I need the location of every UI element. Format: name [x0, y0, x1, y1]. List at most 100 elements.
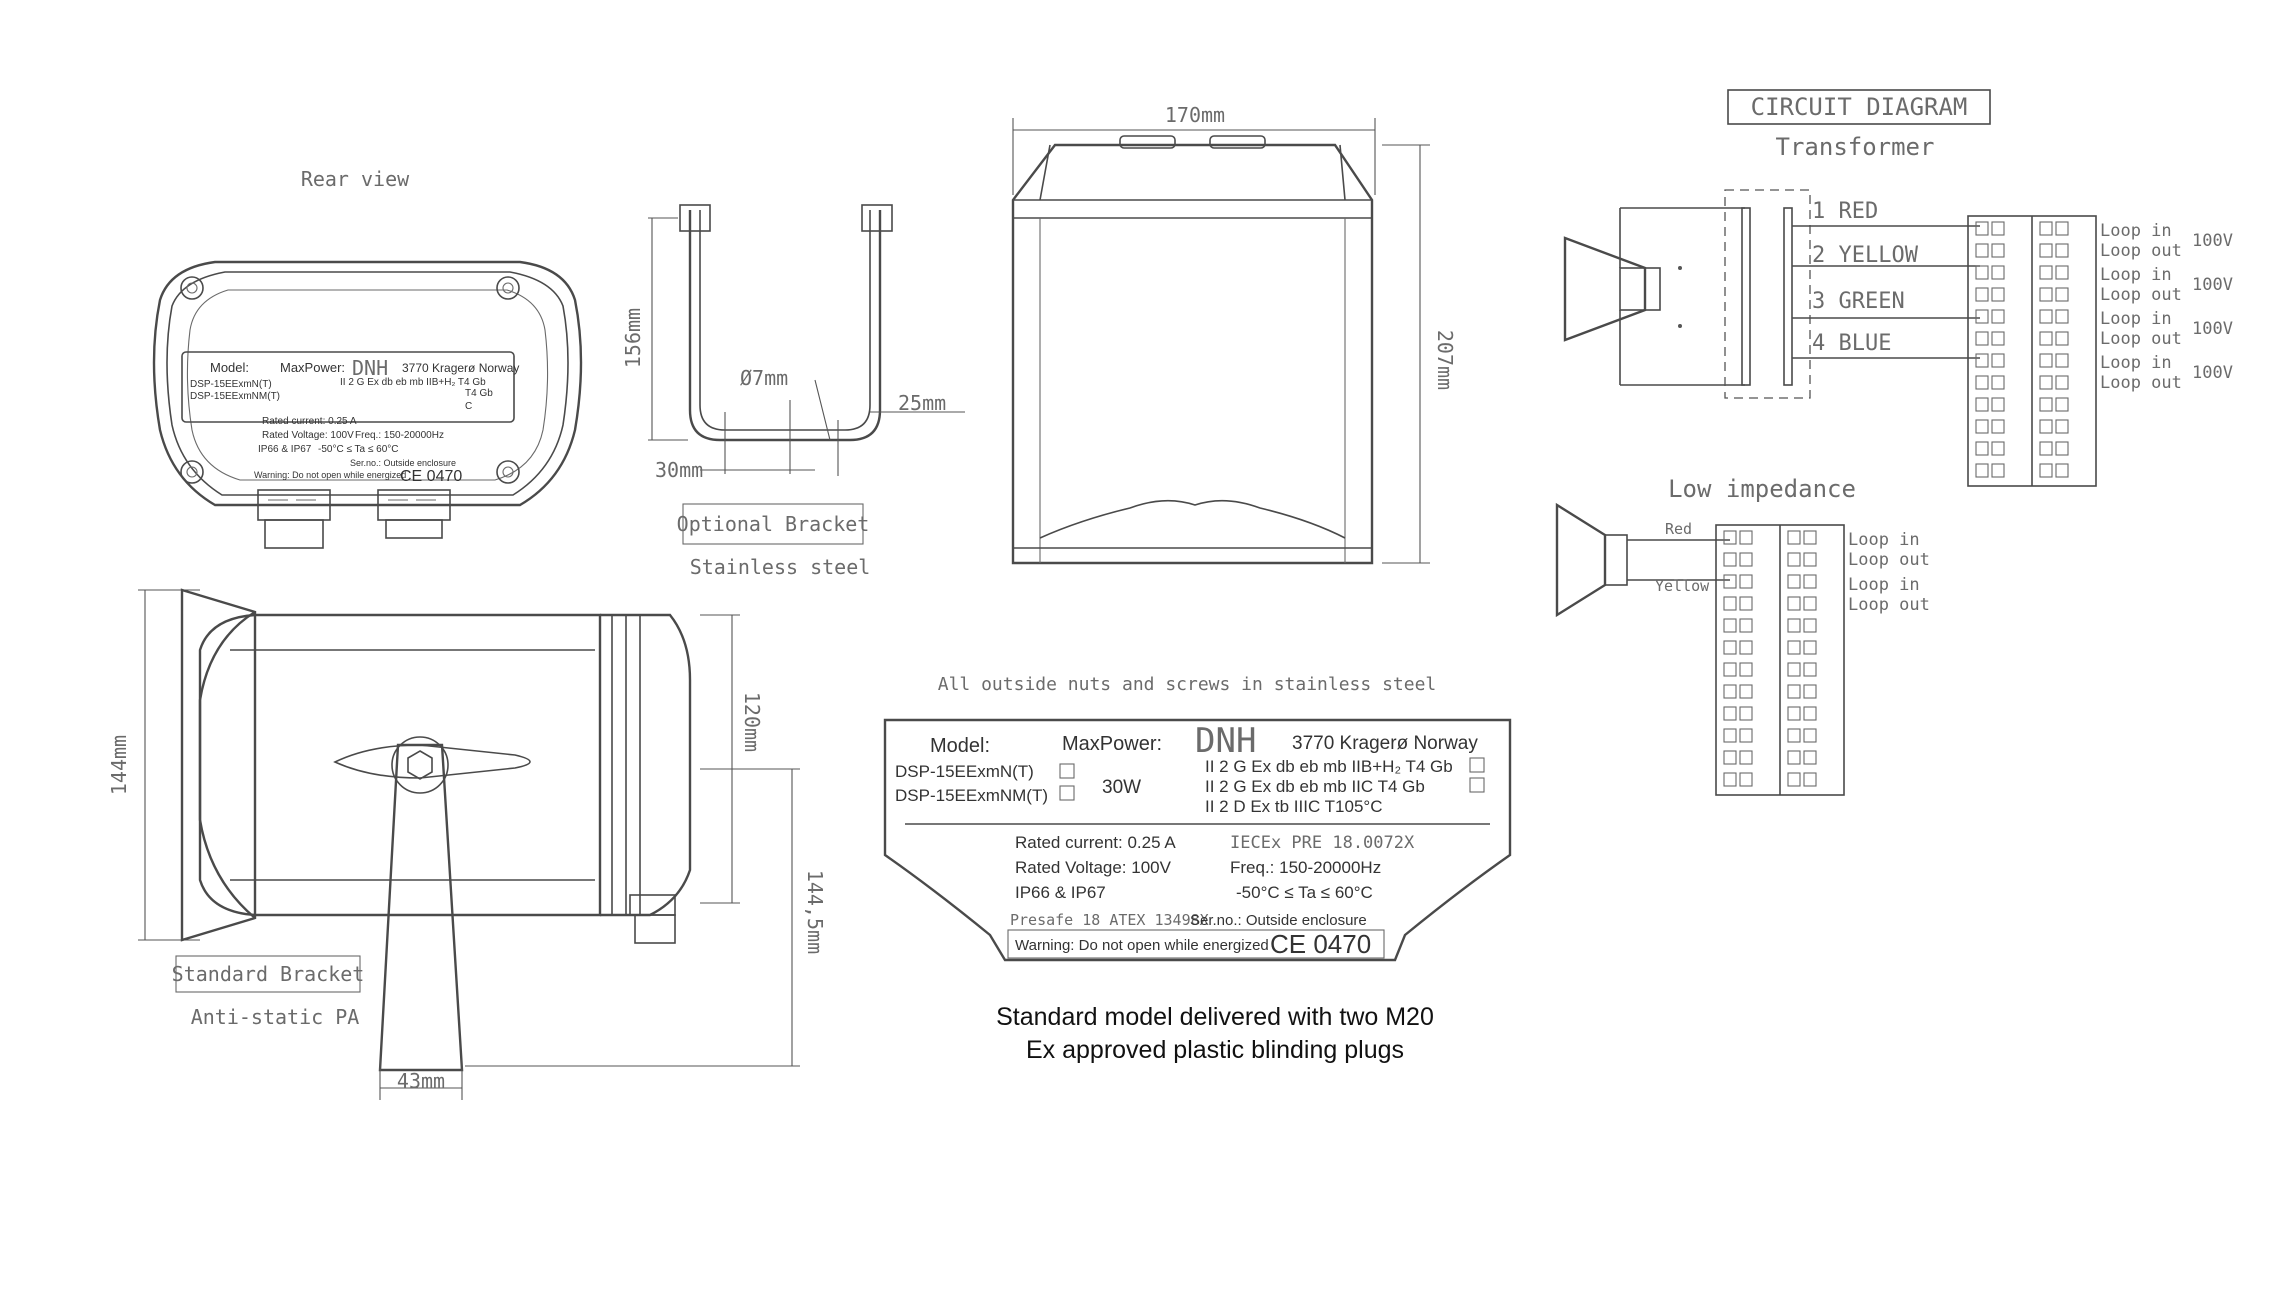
rear-address: 3770 Kragerø Norway [402, 361, 519, 375]
terminal-cell [2055, 375, 2069, 390]
rear-warning: Warning: Do not open while energized [254, 470, 406, 480]
bracket-dim-height: 156mm [621, 308, 645, 368]
terminal-cell [1991, 221, 2005, 236]
terminal-cell [1739, 640, 1753, 655]
terminal-cell [1723, 706, 1737, 721]
loop-out-1: Loop out [2100, 241, 2182, 261]
terminal-cell [2039, 265, 2053, 280]
label-plate: All outside nuts and screws in stainless… [883, 674, 1512, 962]
terminal-cell [2055, 419, 2069, 434]
terminal-cell [1975, 353, 1989, 368]
side-view: 144mm 120mm 144,5mm 43mm Standard Bracke… [107, 588, 827, 1100]
terminal-cell [1803, 530, 1817, 545]
plate-address: 3770 Kragerø Norway [1292, 733, 1478, 754]
terminal-cell [1975, 309, 1989, 324]
terminal-cell [1723, 772, 1737, 787]
terminal-cell [2055, 331, 2069, 346]
rear-model-1: DSP-15EExmN(T) [190, 379, 272, 390]
terminal-cell [1739, 574, 1753, 589]
plate-ex-line-2: II 2 G Ex db eb mb IIC T4 Gb [1205, 777, 1425, 796]
terminal-cell [1975, 419, 1989, 434]
terminal-cell [1991, 353, 2005, 368]
side-bracket-material: Anti-static PA [191, 1005, 360, 1029]
terminal-cell [1787, 728, 1801, 743]
terminal-cell [1803, 552, 1817, 567]
rear-ex-sub: T4 Gb [465, 388, 493, 399]
side-bracket-label: Standard Bracket [172, 962, 365, 986]
rear-ce: CE 0470 [400, 468, 462, 485]
terminal-cell [1787, 662, 1801, 677]
plate-label-model: Model: [930, 735, 990, 757]
terminal-cell [1739, 706, 1753, 721]
terminal-cell [1723, 596, 1737, 611]
terminal-cell [2039, 287, 2053, 302]
circuit-title: CIRCUIT DIAGRAM [1751, 93, 1968, 121]
terminal-cell [1991, 419, 2005, 434]
terminal-cell [1803, 640, 1817, 655]
terminal-cell [1739, 530, 1753, 545]
terminal-cell [1991, 463, 2005, 478]
terminal-cell [1787, 596, 1801, 611]
terminal-cell [1739, 750, 1753, 765]
terminal-cell [2055, 309, 2069, 324]
terminal-cell [1787, 530, 1801, 545]
volt-2: 100V [2192, 275, 2233, 295]
terminal-cell [1991, 309, 2005, 324]
terminal-cell [2039, 353, 2053, 368]
bracket-material: Stainless steel [690, 555, 871, 579]
volt-1: 100V [2192, 231, 2233, 251]
loop-labels-top: Loop in Loop out Loop in Loop out Loop i… [2100, 221, 2233, 393]
terminal-cell [1739, 684, 1753, 699]
loop-in-1: Loop in [2100, 221, 2172, 241]
terminal-cell [2055, 221, 2069, 236]
terminal-cell [1975, 441, 1989, 456]
terminal-cell [1787, 574, 1801, 589]
terminal-cell [1787, 552, 1801, 567]
loop-out-2: Loop out [2100, 285, 2182, 305]
rear-model-2: DSP-15EExmNM(T) [190, 391, 280, 402]
terminal-cell [1803, 596, 1817, 611]
plate-temp: -50°C ≤ Ta ≤ 60°C [1236, 883, 1373, 902]
terminal-cell [2039, 441, 2053, 456]
terminal-cell [1975, 397, 1989, 412]
rear-ex-line: II 2 G Ex db eb mb IIB+H₂ T4 Gb [340, 377, 486, 388]
plate-power: 30W [1102, 777, 1141, 798]
volt-3: 100V [2192, 319, 2233, 339]
terminal-cell [2039, 397, 2053, 412]
plate-rated-current: Rated current: 0.25 A [1015, 833, 1176, 852]
tap-3: 3 GREEN [1812, 289, 1905, 314]
terminal-cell [2055, 397, 2069, 412]
terminal-cell [2055, 463, 2069, 478]
terminal-cell [1739, 552, 1753, 567]
front-dim-height: 207mm [1433, 330, 1457, 390]
rear-brand: DNH [352, 356, 388, 380]
low-loop-in-2: Loop in [1848, 575, 1920, 595]
terminal-cell [1803, 684, 1817, 699]
terminal-cell [2039, 221, 2053, 236]
terminal-cell [1803, 728, 1817, 743]
terminal-cell [1991, 441, 2005, 456]
volt-4: 100V [2192, 363, 2233, 383]
terminal-cell [1723, 662, 1737, 677]
terminal-cell [1723, 640, 1737, 655]
terminal-cell [2039, 463, 2053, 478]
terminal-cell [2055, 353, 2069, 368]
terminal-cell [1739, 772, 1753, 787]
terminal-cell [1723, 530, 1737, 545]
terminal-cell [1803, 706, 1817, 721]
loop-in-2: Loop in [2100, 265, 2172, 285]
low-loop-in-1: Loop in [1848, 530, 1920, 550]
side-dim-height: 144mm [107, 735, 131, 795]
rear-c-mark: C [465, 401, 472, 412]
terminal-cell [1803, 772, 1817, 787]
loop-in-3: Loop in [2100, 309, 2172, 329]
plate-model-2: DSP-15EExmNM(T) [895, 786, 1048, 805]
rear-freq: Freq.: 150-20000Hz [355, 430, 444, 441]
terminal-cell [1739, 596, 1753, 611]
terminal-block-top [1975, 221, 2069, 478]
plate-brand: DNH [1195, 721, 1256, 761]
loop-out-3: Loop out [2100, 329, 2182, 349]
terminal-cell [1975, 265, 1989, 280]
plate-freq: Freq.: 150-20000Hz [1230, 858, 1381, 877]
